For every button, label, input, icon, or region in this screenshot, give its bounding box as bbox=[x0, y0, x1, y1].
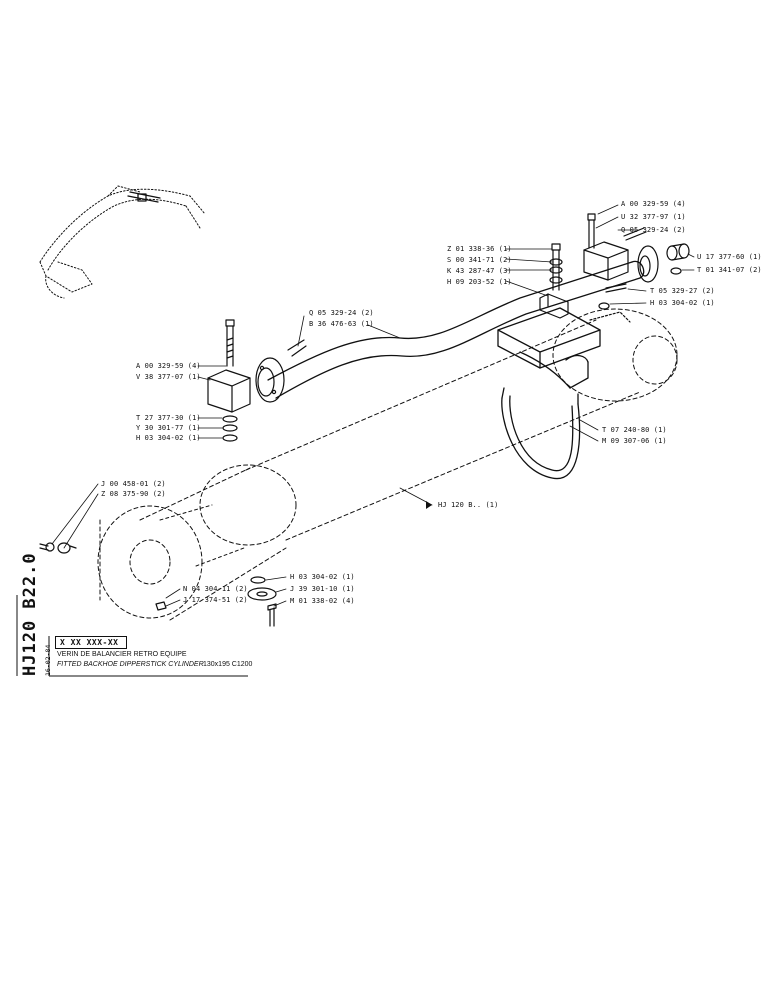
rear-end-bosses bbox=[589, 311, 631, 323]
cylinder-barrel bbox=[97, 308, 678, 621]
callout-t27-377-30: T 27 377-30 (1) bbox=[136, 414, 201, 422]
grease-fittings bbox=[39, 542, 77, 554]
left-flange bbox=[255, 357, 285, 403]
callout-t07-240-80: T 07 240-80 (1) bbox=[602, 426, 667, 434]
u-bolt bbox=[501, 387, 581, 480]
callout-j00-458-01: J 00 458-01 (2) bbox=[101, 480, 166, 488]
part-number-box: X XX XXX-XX bbox=[55, 636, 127, 649]
callout-h03-304-02-left: H 03 304-02 (1) bbox=[136, 434, 201, 442]
callout-u17-377-60: U 17 377-60 (1) bbox=[697, 253, 762, 261]
cradle-bracket bbox=[497, 307, 601, 389]
machine-thumbnail bbox=[39, 185, 206, 299]
callout-n04-304-11: N 04 304-11 (2) bbox=[183, 585, 248, 593]
callout-h03-304-02-bottom: H 03 304-02 (1) bbox=[290, 573, 355, 581]
right-bolt bbox=[587, 213, 596, 249]
title-block-lines bbox=[16, 595, 248, 677]
left-bolt bbox=[225, 319, 235, 367]
callout-hj120-b: HJ 120 B.. (1) bbox=[438, 501, 499, 509]
callout-q05-329-24-left: Q 05 329-24 (2) bbox=[309, 309, 374, 317]
callout-a00-329-59-left: A 00 329-59 (4) bbox=[136, 362, 201, 370]
cylinder-spec: 130x195 C1200 bbox=[203, 661, 253, 668]
part-number: X XX XXX-XX bbox=[60, 638, 119, 647]
center-bolt-stack bbox=[549, 243, 563, 291]
thumbnail-cylinder-highlight bbox=[127, 191, 161, 203]
callout-a00-329-59-top: A 00 329-59 (4) bbox=[621, 200, 686, 208]
right-block bbox=[583, 241, 629, 281]
top-clamp bbox=[539, 293, 569, 319]
callout-q05-329-24-top: Q 05 329-24 (2) bbox=[621, 226, 686, 234]
title-english: FITTED BACKHOE DIPPERSTICK CYLINDER bbox=[57, 661, 204, 668]
callout-v38-377-07: V 38 377-07 (1) bbox=[136, 373, 201, 381]
arrow-heads bbox=[426, 501, 432, 509]
right-inclined-bolt bbox=[598, 283, 627, 310]
callout-m01-338-02: M 01 338-02 (4) bbox=[290, 597, 355, 605]
right-short-bolt bbox=[623, 227, 647, 241]
callout-b36-476-63: B 36 476-63 (1) bbox=[309, 320, 374, 328]
drawing-date: 16-02-84 bbox=[44, 644, 52, 676]
callout-t01-341-07: T 01 341-07 (2) bbox=[697, 266, 762, 274]
sheet-code: HJ120 B22.0 bbox=[20, 552, 40, 676]
callout-m09-307-06: M 09 307-06 (1) bbox=[602, 437, 667, 445]
leader-lines bbox=[51, 204, 695, 607]
piston-rod bbox=[159, 504, 245, 567]
right-sleeve bbox=[666, 243, 690, 275]
bottom-plate bbox=[155, 576, 277, 627]
callout-y30-301-77: Y 30 301-77 (1) bbox=[136, 424, 201, 432]
left-inclined-bolt bbox=[287, 339, 307, 357]
callout-j17-374-51: J 17 374-51 (2) bbox=[183, 596, 248, 604]
left-washers bbox=[222, 415, 238, 442]
right-flange bbox=[637, 245, 659, 283]
callout-z01-338-36: Z 01 338-36 (1) bbox=[447, 245, 512, 253]
callout-s00-341-71: S 00 341-71 (2) bbox=[447, 256, 512, 264]
left-block bbox=[207, 369, 251, 413]
callout-h03-304-02-upper-right: H 03 304-02 (1) bbox=[650, 299, 715, 307]
callout-u32-377-97: U 32 377-97 (1) bbox=[621, 213, 686, 221]
callout-h09-203-52: H 09 203-52 (1) bbox=[447, 278, 512, 286]
title-french: VERIN DE BALANCIER RETRO EQUIPE bbox=[57, 651, 187, 658]
callout-z08-375-90: Z 08 375-90 (2) bbox=[101, 490, 166, 498]
callout-k43-287-47: K 43 287-47 (3) bbox=[447, 267, 512, 275]
callout-j39-301-10: J 39 301-10 (1) bbox=[290, 585, 355, 593]
callout-t05-329-27: T 05 329-27 (2) bbox=[650, 287, 715, 295]
